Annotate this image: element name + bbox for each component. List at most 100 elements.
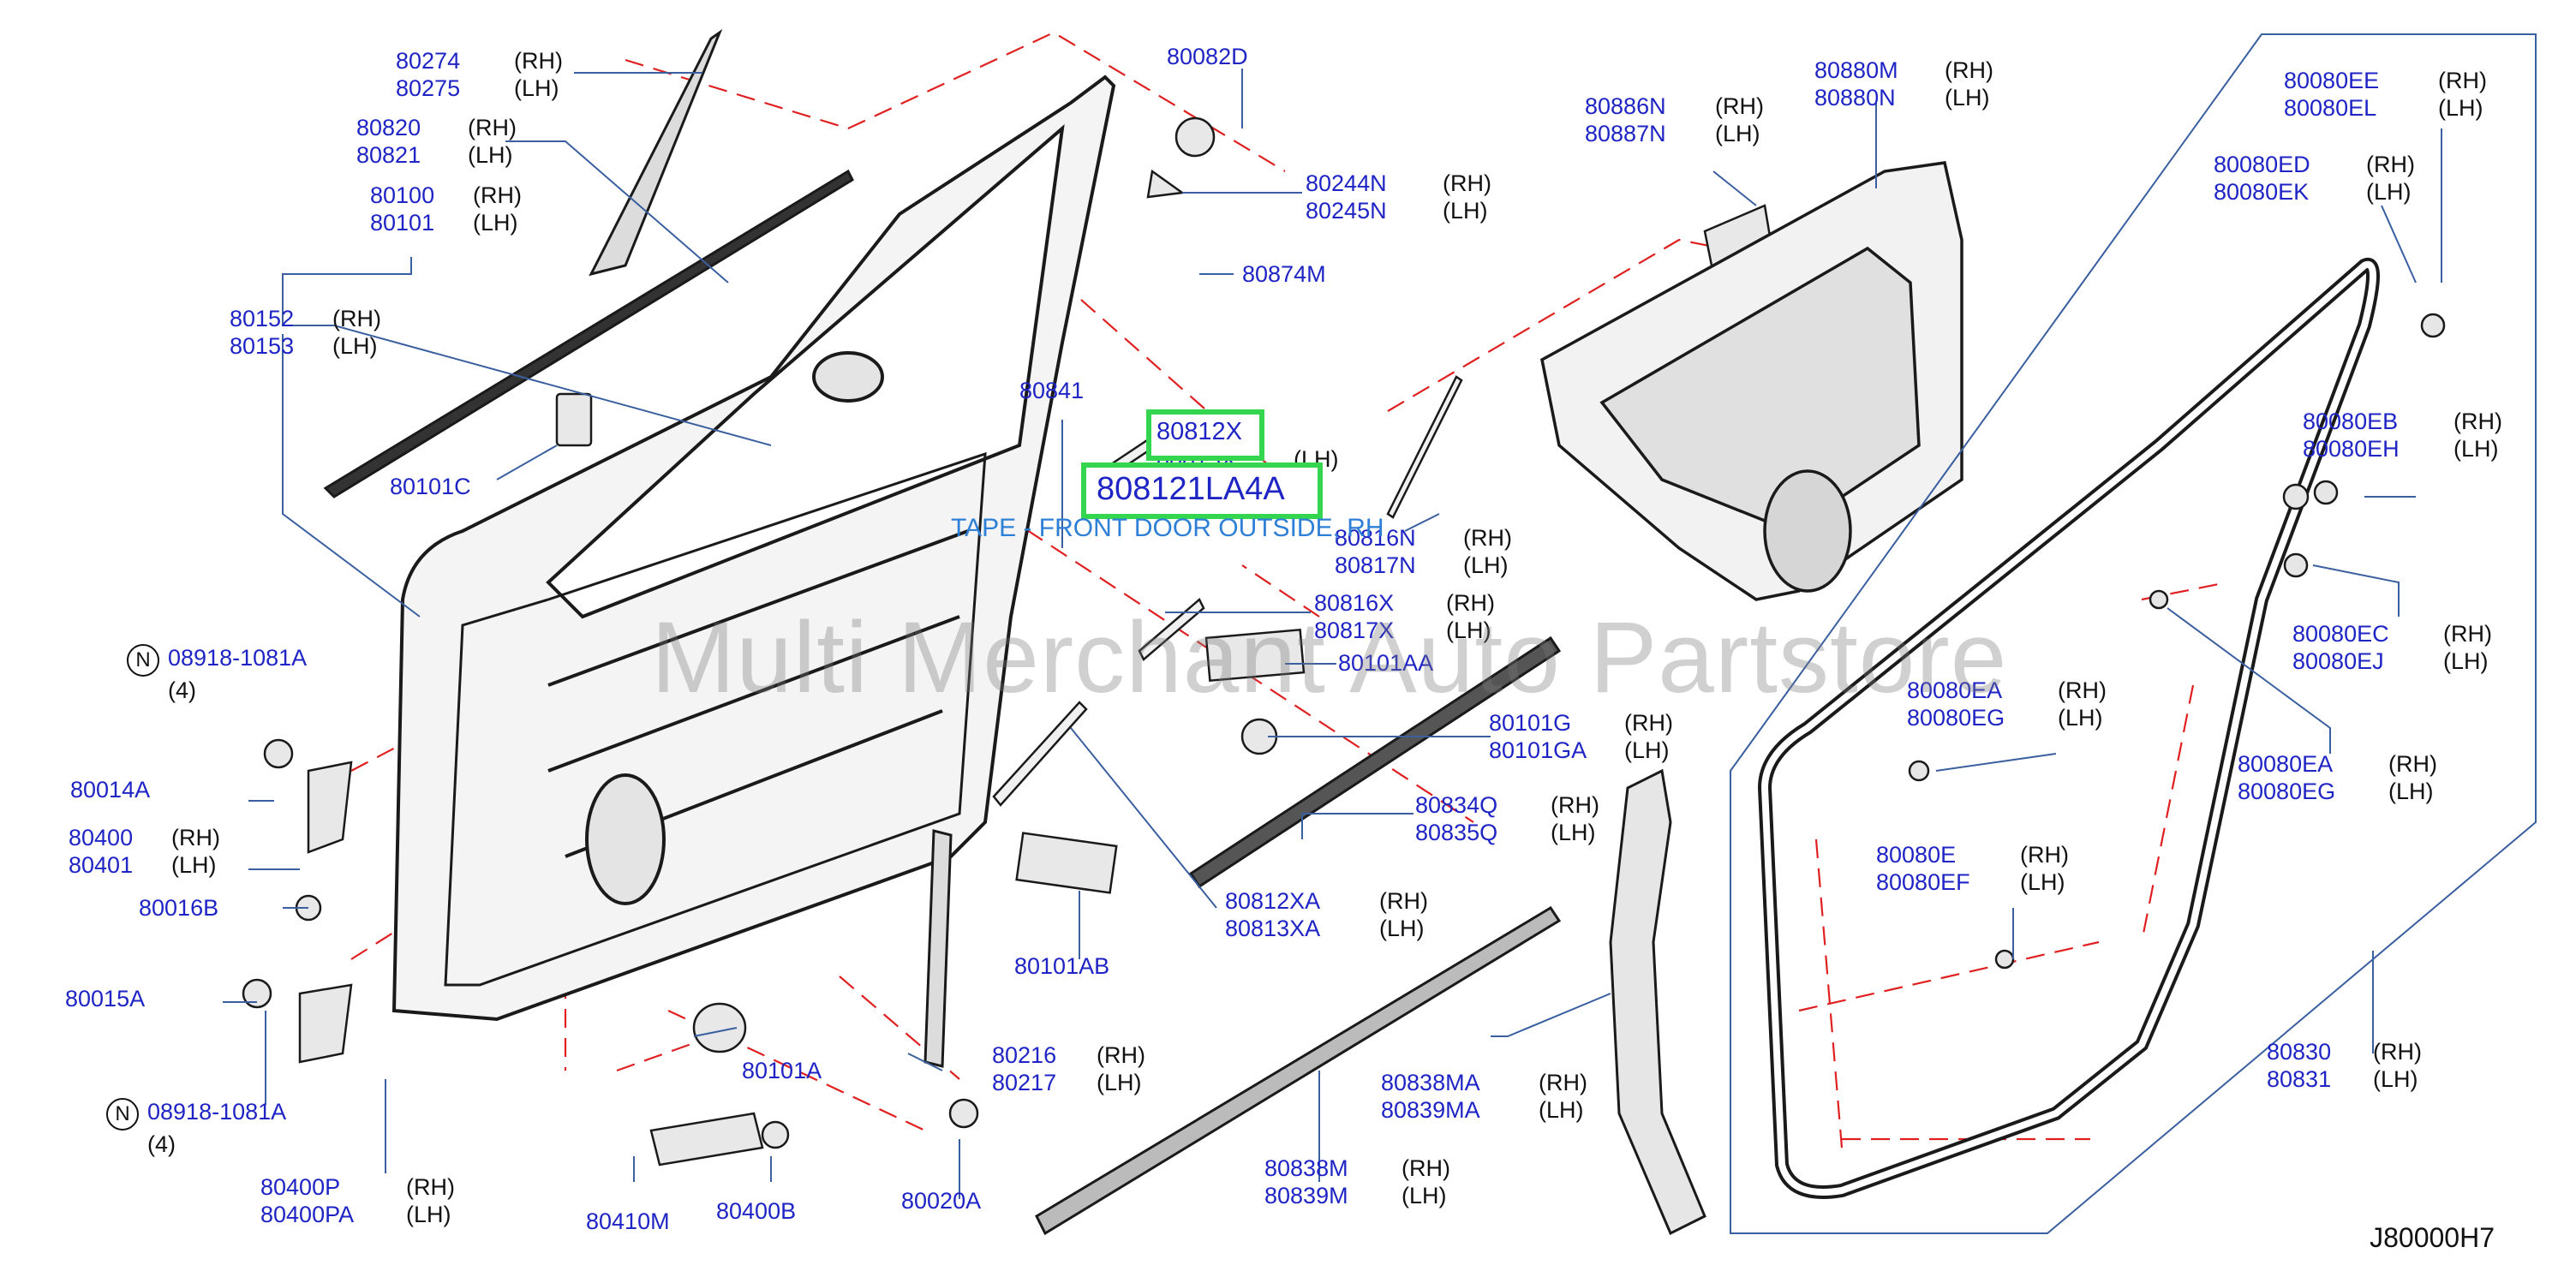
part-number-80874M[interactable]: 80874M xyxy=(1242,261,1326,287)
part-number-80838M[interactable]: 80838M xyxy=(1264,1155,1348,1181)
part-number-80153[interactable]: 80153 xyxy=(230,333,295,359)
part-number-80101AA[interactable]: 80101AA xyxy=(1338,650,1434,676)
callout-80816N[interactable]: 80816N(RH)80817N(LH) xyxy=(1335,524,1512,579)
callout-80816X[interactable]: 80816X(RH)80817X(LH) xyxy=(1314,589,1495,644)
part-number-80820[interactable]: 80820 xyxy=(356,115,421,140)
callout-80080EA-2[interactable]: 80080EA(RH)80080EG(LH) xyxy=(2238,750,2437,805)
part-number-80410M[interactable]: 80410M xyxy=(586,1208,670,1234)
part-number-80245N[interactable]: 80245N xyxy=(1306,198,1387,224)
callout-80216[interactable]: 80216(RH)80217(LH) xyxy=(992,1041,1145,1096)
callout-80400[interactable]: 80400(RH)80401(LH) xyxy=(69,824,220,879)
part-number-80816X[interactable]: 80816X xyxy=(1314,590,1395,616)
part-number-80401[interactable]: 80401 xyxy=(69,852,134,878)
part-number-80082D[interactable]: 80082D xyxy=(1167,44,1248,69)
part-number-80400[interactable]: 80400 xyxy=(69,825,134,850)
callout-80244N[interactable]: 80244N(RH)80245N(LH) xyxy=(1306,170,1491,224)
callout-80838M[interactable]: 80838M(RH)80839M(LH) xyxy=(1264,1155,1450,1209)
callout-80101AB[interactable]: 80101AB xyxy=(1014,952,1109,980)
part-number-80101A[interactable]: 80101A xyxy=(742,1058,822,1083)
part-number-80821[interactable]: 80821 xyxy=(356,142,421,168)
callout-80080EC[interactable]: 80080EC(RH)80080EJ(LH) xyxy=(2292,620,2492,675)
callout-80080EB[interactable]: 80080EB(RH)80080EH(LH) xyxy=(2303,408,2502,462)
part-number-80016B[interactable]: 80016B xyxy=(139,895,219,921)
callout-80410M[interactable]: 80410M xyxy=(586,1208,670,1235)
part-number-80101C[interactable]: 80101C xyxy=(390,474,471,499)
callout-80101AA[interactable]: 80101AA xyxy=(1338,649,1433,677)
part-number-80275[interactable]: 80275 xyxy=(396,75,461,101)
part-number-80015A[interactable]: 80015A xyxy=(65,986,146,1011)
callout-80152[interactable]: 80152(RH)80153(LH) xyxy=(230,305,381,360)
callout-80080EE[interactable]: 80080EE(RH)80080EL(LH) xyxy=(2284,67,2487,122)
callout-80082D[interactable]: 80082D xyxy=(1167,43,1248,70)
callout-80101G[interactable]: 80101G(RH)80101GA(LH) xyxy=(1489,709,1673,764)
callout-80101A[interactable]: 80101A xyxy=(742,1057,822,1084)
highlight-box-808121LA4A[interactable] xyxy=(1081,462,1323,519)
callout-80830[interactable]: 80830(RH)80831(LH) xyxy=(2267,1038,2422,1093)
callout-80886N[interactable]: 80886N(RH)80887N(LH) xyxy=(1585,92,1764,147)
part-number-80830[interactable]: 80830 xyxy=(2267,1039,2332,1065)
callout-80014A[interactable]: 80014A xyxy=(70,776,150,803)
highlight-box-80812X[interactable] xyxy=(1146,409,1264,461)
callout-80838MA[interactable]: 80838MA(RH)80839MA(LH) xyxy=(1381,1069,1587,1124)
part-number-80880N[interactable]: 80880N xyxy=(1814,85,1896,110)
part-number-80274[interactable]: 80274 xyxy=(396,48,461,74)
part-number-80101[interactable]: 80101 xyxy=(370,210,435,236)
part-number-80400PA[interactable]: 80400PA xyxy=(260,1202,355,1227)
part-number-80101GA[interactable]: 80101GA xyxy=(1489,737,1587,763)
part-number-80080ED[interactable]: 80080ED xyxy=(2214,152,2310,177)
part-number-80080EA[interactable]: 80080EA xyxy=(1907,677,2003,703)
callout-80880M[interactable]: 80880M(RH)80880N(LH) xyxy=(1814,57,1993,111)
part-number-80080EC[interactable]: 80080EC xyxy=(2292,621,2389,647)
callout-80080ED[interactable]: 80080ED(RH)80080EK(LH) xyxy=(2214,151,2415,206)
part-number-80080EG[interactable]: 80080EG xyxy=(2238,779,2336,804)
callout-80080E[interactable]: 80080E(RH)80080EF(LH) xyxy=(1876,841,2069,896)
part-number-80816N[interactable]: 80816N xyxy=(1335,525,1416,551)
part-number-80400P[interactable]: 80400P xyxy=(260,1174,341,1200)
part-number-80838MA[interactable]: 80838MA xyxy=(1381,1070,1480,1095)
part-number-80880M[interactable]: 80880M xyxy=(1814,57,1898,83)
part-number-80100[interactable]: 80100 xyxy=(370,182,435,208)
part-number-80400B[interactable]: 80400B xyxy=(716,1198,797,1224)
part-number-80101AB[interactable]: 80101AB xyxy=(1014,953,1110,979)
part-number-80813XA[interactable]: 80813XA xyxy=(1225,916,1321,941)
callout-80812XA[interactable]: 80812XA(RH)80813XA(LH) xyxy=(1225,887,1428,942)
part-number-80080EE[interactable]: 80080EE xyxy=(2284,68,2380,93)
callout-80841[interactable]: 80841 xyxy=(1019,377,1084,404)
part-number-80841[interactable]: 80841 xyxy=(1019,378,1085,403)
part-number-80887N[interactable]: 80887N xyxy=(1585,121,1666,146)
part-number-08918-1081A[interactable]: 08918-1081A xyxy=(147,1099,287,1125)
callout-80400B[interactable]: 80400B xyxy=(716,1197,796,1225)
highlight-label-808121LA4A[interactable]: 808121LA4A xyxy=(1097,471,1285,507)
part-number-80101G[interactable]: 80101G xyxy=(1489,710,1572,736)
callout-80080EA-1[interactable]: 80080EA(RH)80080EG(LH) xyxy=(1907,677,2107,731)
part-number-80217[interactable]: 80217 xyxy=(992,1070,1057,1095)
part-number-80812XA[interactable]: 80812XA xyxy=(1225,888,1321,914)
highlight-label-80812X[interactable]: 80812X xyxy=(1157,418,1242,445)
part-number-80080EA[interactable]: 80080EA xyxy=(2238,751,2334,777)
callout-80015A[interactable]: 80015A xyxy=(65,985,145,1012)
part-number-80014A[interactable]: 80014A xyxy=(70,777,151,803)
callout-80874M[interactable]: 80874M xyxy=(1242,260,1326,288)
part-number-80831[interactable]: 80831 xyxy=(2267,1066,2332,1092)
callout-80400P[interactable]: 80400P(RH)80400PA(LH) xyxy=(260,1173,455,1228)
part-number-80080EL[interactable]: 80080EL xyxy=(2284,95,2377,121)
callout-80834Q[interactable]: 80834Q(RH)80835Q(LH) xyxy=(1415,791,1599,846)
callout-80100[interactable]: 80100(RH)80101(LH) xyxy=(370,182,522,236)
part-number-80080EB[interactable]: 80080EB xyxy=(2303,409,2399,434)
part-number-80835Q[interactable]: 80835Q xyxy=(1415,820,1498,845)
part-number-80080EH[interactable]: 80080EH xyxy=(2303,436,2400,462)
part-number-80020A[interactable]: 80020A xyxy=(901,1188,982,1214)
part-number-80839M[interactable]: 80839M xyxy=(1264,1183,1348,1208)
part-number-80817N[interactable]: 80817N xyxy=(1335,552,1416,578)
part-number-08918-1081A[interactable]: 08918-1081A xyxy=(168,645,308,671)
part-number-80216[interactable]: 80216 xyxy=(992,1042,1057,1068)
part-number-80817X[interactable]: 80817X xyxy=(1314,618,1395,643)
callout-80101C[interactable]: 80101C xyxy=(390,473,471,500)
callout-80274[interactable]: 80274(RH)80275(LH) xyxy=(396,47,563,102)
part-number-80839MA[interactable]: 80839MA xyxy=(1381,1097,1480,1123)
callout-80016B[interactable]: 80016B xyxy=(139,894,218,922)
part-number-80080E[interactable]: 80080E xyxy=(1876,842,1957,868)
part-number-80886N[interactable]: 80886N xyxy=(1585,93,1666,119)
part-number-80080EF[interactable]: 80080EF xyxy=(1876,869,1970,895)
